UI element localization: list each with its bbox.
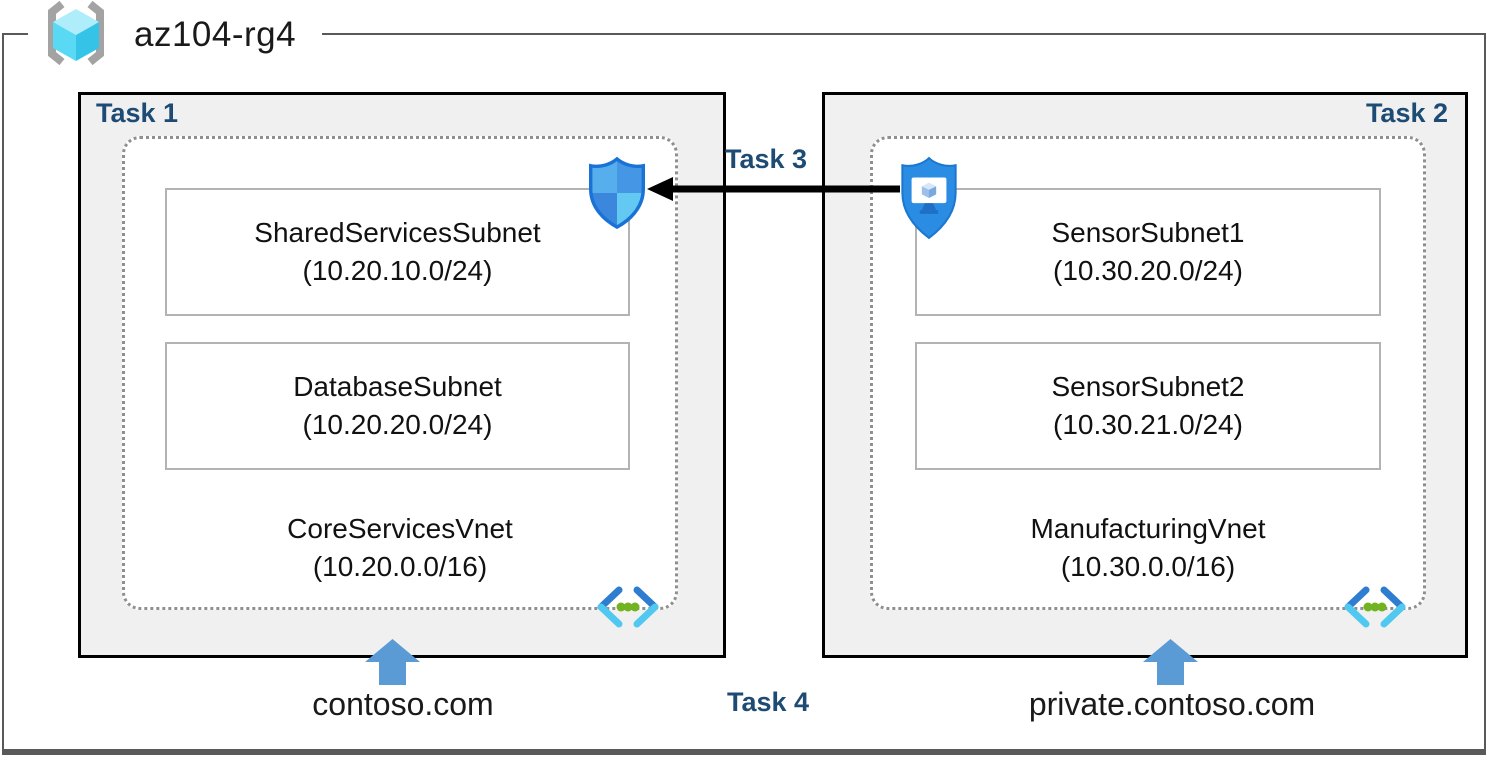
up-arrow-icon xyxy=(1143,639,1198,690)
up-arrow-icon xyxy=(365,639,420,690)
vnet-cidr: (10.30.0.0/16) xyxy=(1060,550,1236,582)
subnet-cidr: (10.20.10.0/24) xyxy=(302,255,493,286)
task3-label: Task 3 xyxy=(724,144,808,174)
database-subnet-box: DatabaseSubnet (10.20.20.0/24) xyxy=(165,342,630,470)
subnet-name: SensorSubnet2 xyxy=(1051,371,1245,403)
subnet-cidr: (10.30.20.0/24) xyxy=(1053,255,1243,286)
subnet-name: SensorSubnet1 xyxy=(1051,217,1245,249)
virtual-network-icon xyxy=(1342,584,1408,635)
left-arrow-icon xyxy=(647,177,900,201)
vnet-cidr: (10.20.0.0/16) xyxy=(312,550,488,582)
subnet-name: DatabaseSubnet xyxy=(293,371,502,403)
core-services-vnet-label: CoreServicesVnet (10.20.0.0/16) xyxy=(122,510,678,586)
subnet-cidr: (10.30.21.0/24) xyxy=(1053,409,1243,440)
security-shield-icon xyxy=(585,156,649,235)
contoso-dns-label: contoso.com xyxy=(312,686,494,722)
subnet-name: SharedServicesSubnet xyxy=(254,217,541,249)
sensor-subnet1-box: SensorSubnet1 (10.30.20.0/24) xyxy=(915,188,1381,316)
vnet-name: ManufacturingVnet xyxy=(1030,513,1266,544)
bastion-shield-icon xyxy=(898,156,960,247)
manufacturing-vnet-label: ManufacturingVnet (10.30.0.0/16) xyxy=(870,510,1426,586)
vnet-name: CoreServicesVnet xyxy=(287,513,513,544)
task4-label: Task 4 xyxy=(726,687,810,717)
resource-group-name: az104-rg4 xyxy=(134,15,297,54)
resource-group-icon xyxy=(38,0,114,72)
resource-group-header: az104-rg4 xyxy=(28,0,323,72)
task2-label: Task 2 xyxy=(1365,98,1448,128)
task1-label: Task 1 xyxy=(96,98,179,128)
virtual-network-icon xyxy=(595,584,661,635)
resource-group-frame xyxy=(2,33,1486,755)
private-contoso-dns-label: private.contoso.com xyxy=(1028,686,1316,722)
subnet-cidr: (10.20.20.0/24) xyxy=(302,409,493,440)
sensor-subnet2-box: SensorSubnet2 (10.30.21.0/24) xyxy=(915,342,1381,470)
shared-services-subnet-box: SharedServicesSubnet (10.20.10.0/24) xyxy=(165,188,630,316)
